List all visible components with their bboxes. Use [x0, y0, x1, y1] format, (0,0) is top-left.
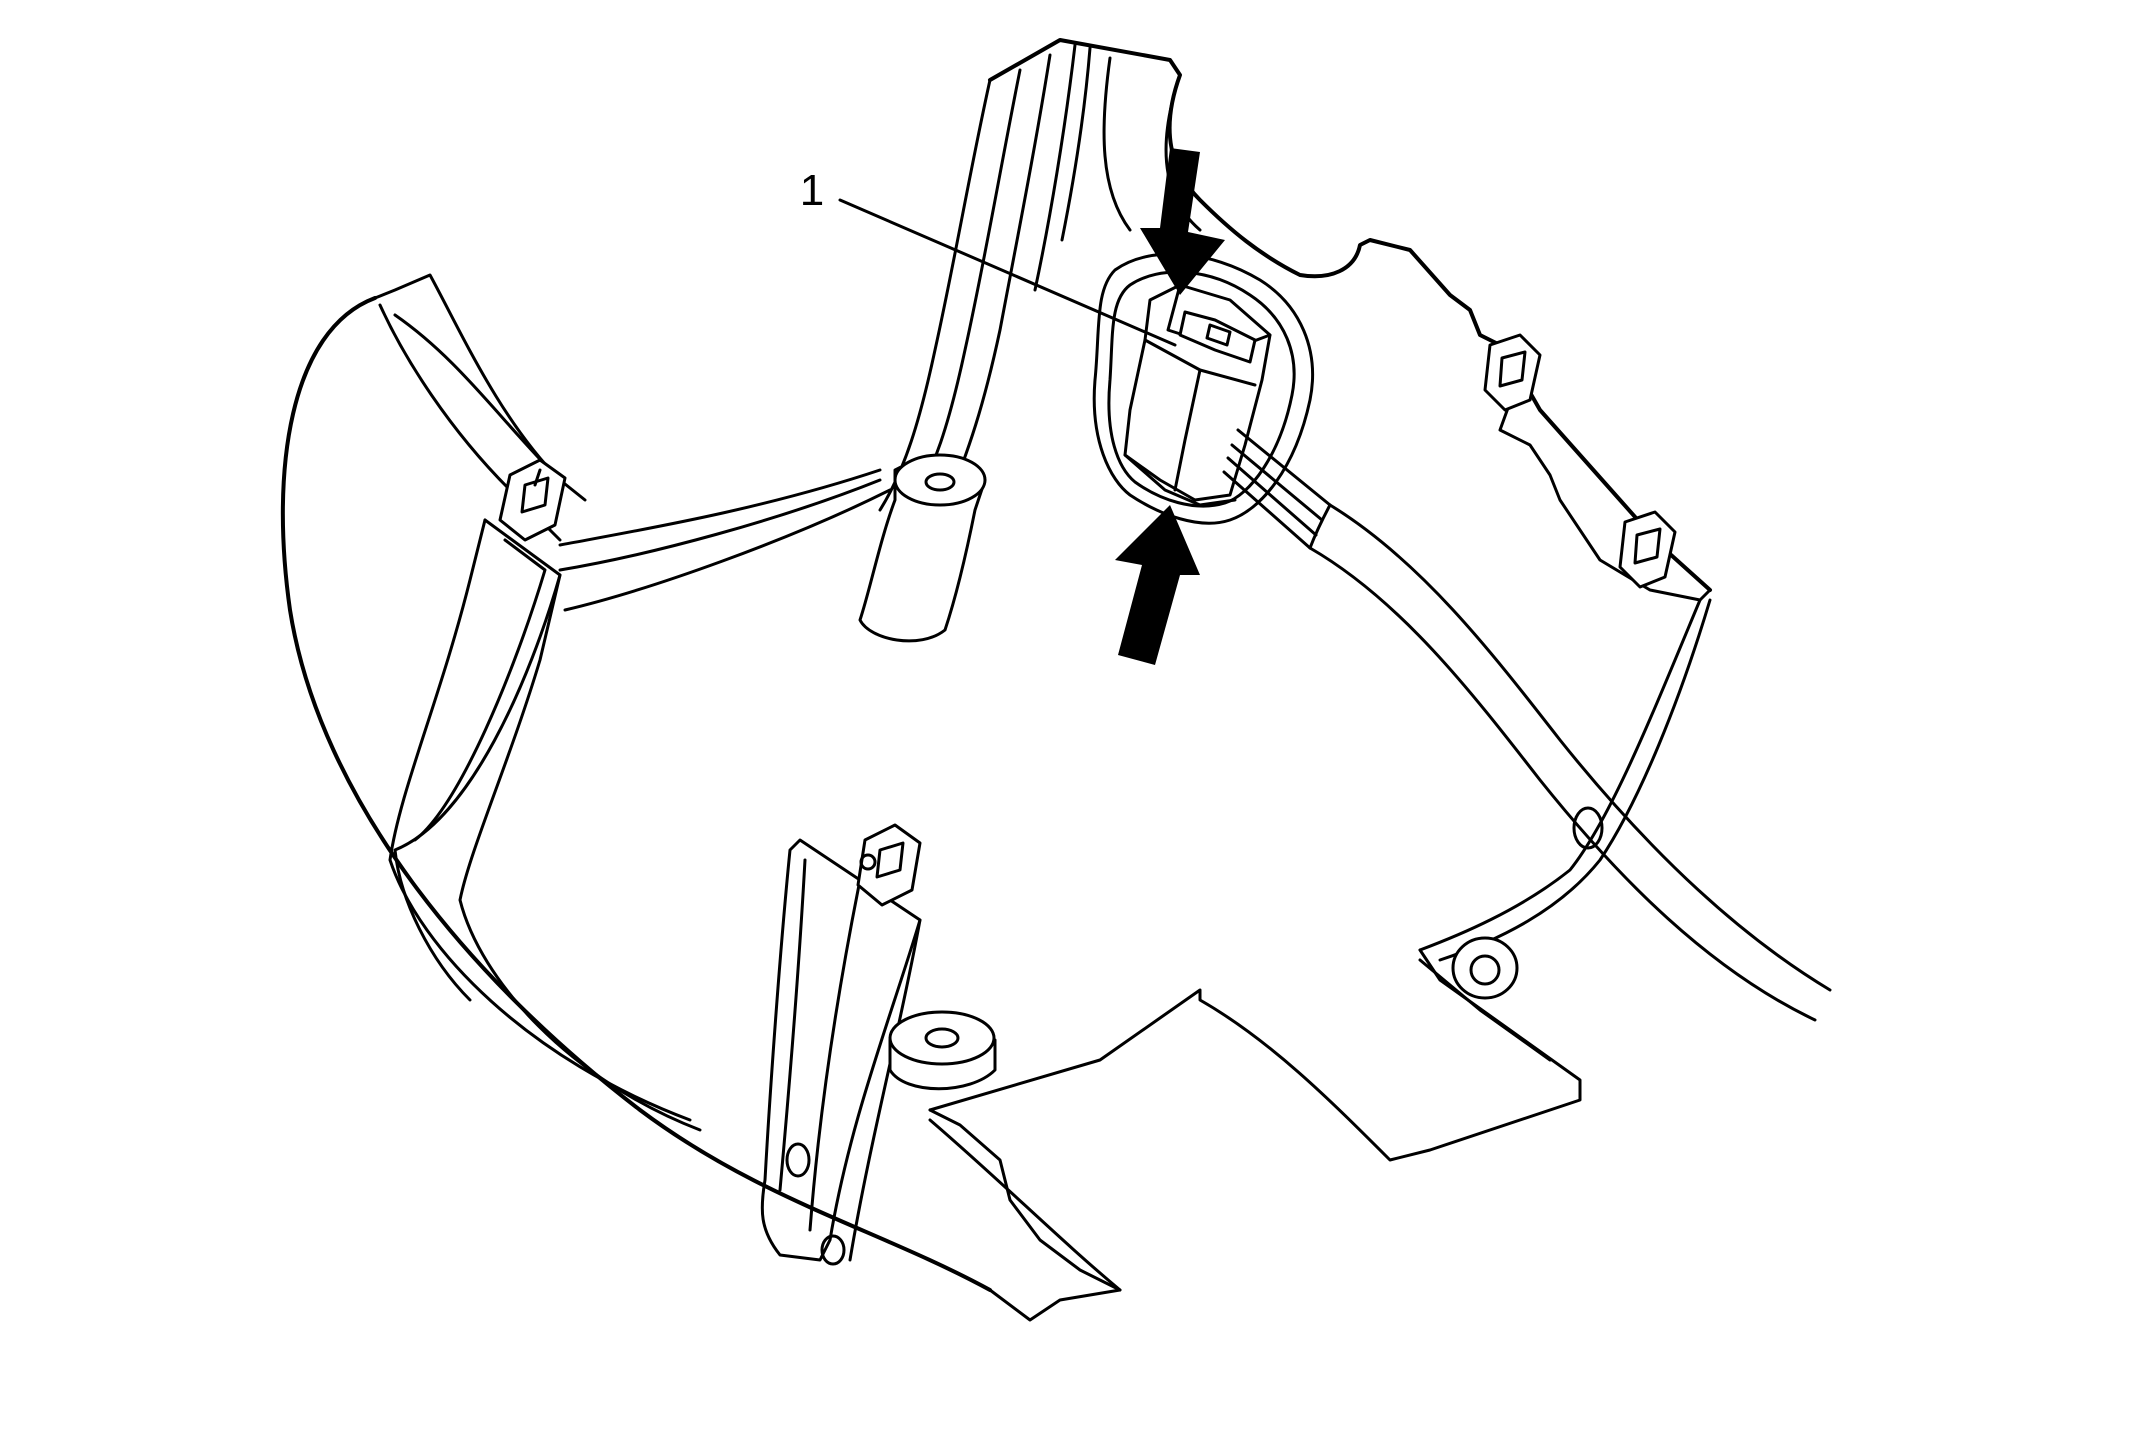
standoff-boss-right: [1451, 806, 1604, 1000]
right-panel-inner: [1418, 598, 1702, 952]
side-hole-right: [1572, 806, 1604, 850]
connector-lower-lip: [1123, 453, 1237, 507]
back-panel-top: [988, 38, 1712, 592]
back-panel-rib-4: [1033, 43, 1077, 292]
left-flange-edge: [388, 518, 692, 1122]
trim-cover: [280, 38, 1712, 1322]
back-panel-rib-1: [878, 78, 992, 512]
inner-arc-lower: [563, 488, 892, 612]
lower-post-hole-2: [820, 1234, 846, 1266]
cover-left-lip: [378, 303, 562, 542]
boss-top-hole: [924, 472, 956, 492]
callout-1-leader: [838, 198, 1177, 347]
standoff-boss-top: [858, 453, 987, 643]
push-arrows: [1115, 148, 1225, 665]
wire-4: [1222, 470, 1312, 550]
right-lower-floor: [1418, 958, 1552, 1062]
back-panel-rib-2: [903, 68, 1022, 522]
right-lower-step: [928, 948, 1582, 1162]
bottom-panel-edge: [928, 1108, 1122, 1292]
inner-arc-upper: [558, 468, 882, 547]
right-panel-edge: [1498, 373, 1712, 602]
connector-edge: [1173, 368, 1202, 492]
boss-right-cap: [1451, 936, 1519, 1000]
back-panel-inner-curve: [1102, 56, 1132, 232]
left-flange-rail: [458, 573, 702, 1132]
callout-1: 1: [800, 166, 1177, 347]
harness-top: [1328, 503, 1832, 992]
lower-post-hole: [785, 1142, 811, 1178]
cover-left-rim: [373, 273, 562, 482]
harness-bottom: [1308, 546, 1817, 1022]
arrow-up-icon: [1115, 505, 1200, 665]
clip-left: [498, 458, 567, 542]
standoff-boss-bottom: [888, 1010, 997, 1091]
wire-2: [1230, 443, 1324, 522]
harness-jacket-end: [1308, 503, 1332, 550]
lower-post-inner: [778, 858, 807, 1192]
bottom-lip: [928, 1118, 1122, 1322]
left-flange-outer: [393, 518, 562, 1002]
back-panel-rib-3: [938, 53, 1052, 522]
boss-bottom-cap: [888, 1010, 996, 1066]
cover-left-outer-edge: [280, 296, 992, 1292]
back-panel-rib-5: [1060, 46, 1092, 242]
boss-top-cap: [893, 453, 987, 507]
wire-3: [1226, 456, 1318, 537]
inner-arc-mid: [558, 478, 882, 572]
callout-1-label: 1: [800, 166, 824, 215]
lower-post-outer: [760, 838, 922, 1262]
lower-post: [760, 838, 922, 1266]
connector-assembly: [1092, 252, 1832, 1022]
boss-right-hole: [1469, 954, 1501, 986]
left-flange-inner: [413, 538, 547, 842]
clip-lower-left: [856, 823, 922, 907]
clip-right-mid: [1618, 510, 1677, 589]
right-panel-rim: [1438, 598, 1712, 962]
clips: [498, 333, 1677, 907]
connector-latch: [1178, 310, 1257, 364]
boss-bottom-hole: [924, 1027, 960, 1049]
wire-1: [1236, 428, 1332, 507]
connector-latch-window: [1205, 323, 1232, 347]
clip-right-top: [1483, 333, 1542, 412]
arrow-down-icon: [1140, 148, 1225, 295]
lower-post-rail: [808, 878, 862, 1232]
lower-post-edge: [848, 918, 922, 1262]
